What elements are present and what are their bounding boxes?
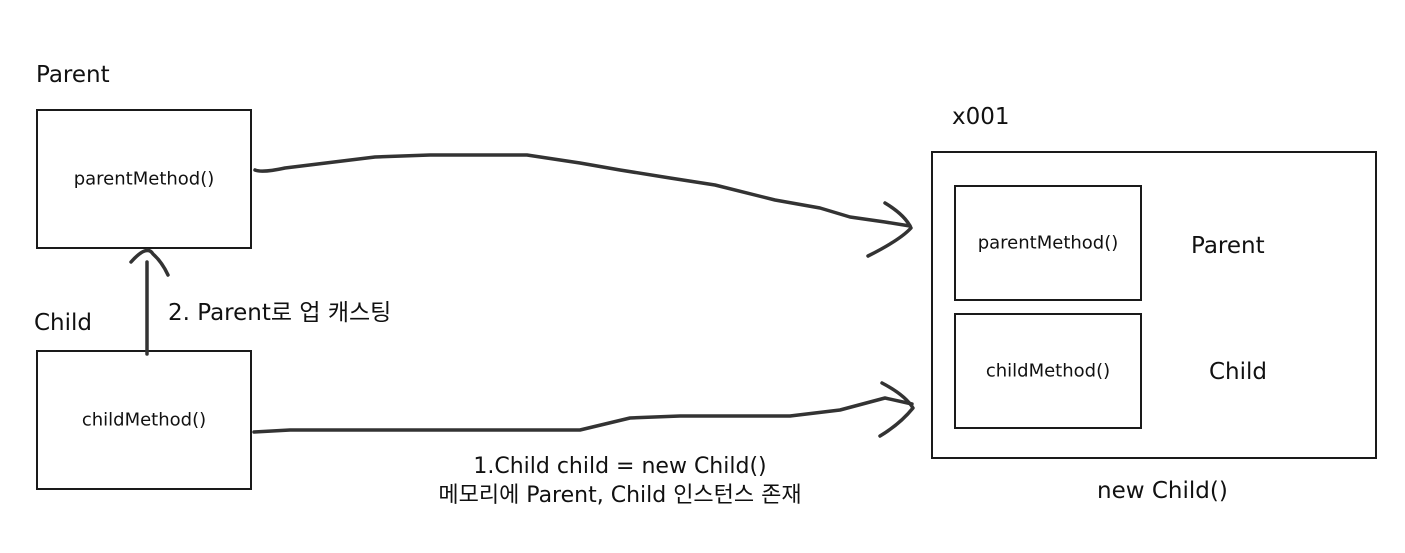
child-creation-arrow-head (878, 381, 915, 438)
parent-class-title: Parent (36, 62, 110, 88)
caption-line-2: 메모리에 Parent, Child 인스턴스 존재 (438, 483, 802, 508)
child-class-title: Child (34, 310, 93, 336)
instance-child-part: childMethod() (954, 313, 1142, 429)
child-creation-arrow-shaft (252, 396, 914, 434)
caption-line-1: 1.Child child = new Child() (473, 454, 767, 479)
instance-address: x001 (952, 104, 1010, 130)
instance-box: parentMethod() Parent childMethod() Chil… (931, 151, 1377, 459)
parent-reference-arrow-head (866, 201, 913, 258)
instance-parent-part: parentMethod() (954, 185, 1142, 301)
child-class-box: childMethod() (36, 350, 252, 490)
creation-caption: 1.Child child = new Child() 메모리에 Parent,… (395, 452, 845, 510)
instance-parent-method-label: parentMethod() (977, 232, 1119, 254)
upcast-arrow-head (129, 248, 170, 277)
instance-footer: new Child() (1097, 478, 1228, 504)
upcast-label: 2. Parent로 업 캐스팅 (168, 300, 392, 326)
instance-child-method-label: childMethod() (985, 360, 1111, 382)
parent-method-label: parentMethod() (73, 168, 215, 190)
instance-child-label: Child (1209, 359, 1268, 385)
parent-reference-arrow-shaft (253, 153, 912, 228)
child-method-label: childMethod() (81, 409, 207, 431)
instance-parent-label: Parent (1191, 233, 1265, 259)
parent-class-box: parentMethod() (36, 109, 252, 249)
